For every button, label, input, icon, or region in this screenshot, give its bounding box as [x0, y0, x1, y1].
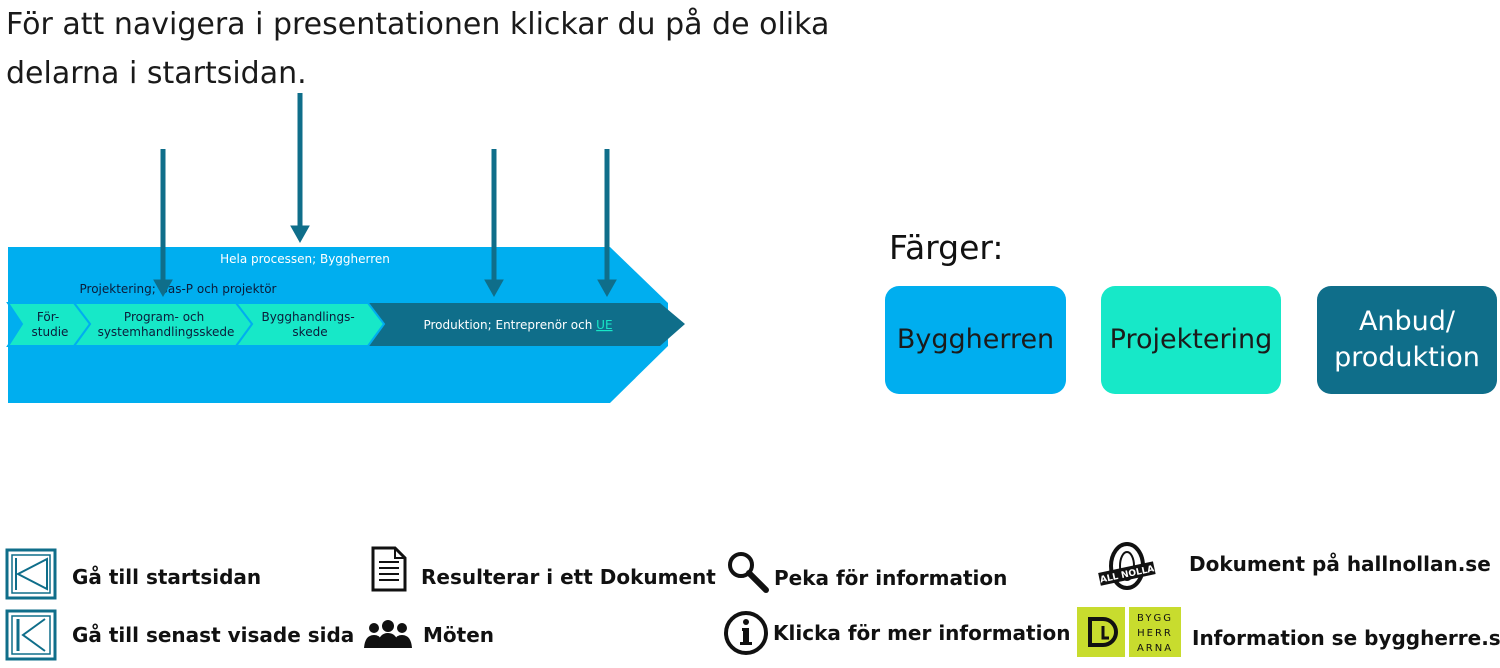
legend-byggherre-label: Information se byggherre.se	[1192, 626, 1500, 650]
legend-home-label: Gå till startsidan	[72, 565, 262, 589]
forstudie-shape[interactable]	[6, 302, 92, 347]
program-label: Program- och systemhandlingsskede	[98, 310, 235, 339]
swatch-projektering: Projektering	[1101, 286, 1281, 394]
intro-line-2: delarna i startsidan.	[6, 56, 307, 91]
legend-last: Gå till senast visade sida	[5, 609, 354, 661]
legend-meetings-label: Möten	[423, 623, 495, 647]
byggherrarna-logo-line-3: ARNA	[1137, 643, 1173, 654]
document-icon	[371, 546, 407, 592]
magnifier-icon	[728, 552, 769, 593]
colors-title: Färger:	[889, 228, 1004, 267]
arrow-projektering-head	[153, 279, 173, 298]
legend-document: Resulterar i ett Dokument	[370, 546, 716, 592]
swatch-anbud-line-1: Anbud/	[1358, 306, 1456, 337]
forstudie-label: För- studie	[32, 310, 69, 339]
swatch-anbud: Anbud/ produktion	[1317, 286, 1497, 394]
produktion-label: Produktion; Entreprenör och UE	[423, 318, 612, 332]
info-icon	[724, 611, 768, 655]
byggherrarna-logo-icon: BYGG HERR ARNA	[1077, 607, 1181, 657]
arrow-produktion-head	[484, 279, 504, 298]
legend-document-label: Resulterar i ett Dokument	[421, 565, 716, 589]
swatch-projektering-label: Projektering	[1109, 324, 1273, 355]
hallnollan-logo-icon: HALL NOLLAN	[1097, 542, 1157, 590]
legend-hover-label: Peka för information	[774, 566, 1008, 590]
hallnollan-logo-text: HALL NOLLAN	[1097, 563, 1157, 587]
swatch-byggherren-label: Byggherren	[896, 324, 1055, 355]
legend-last-label: Gå till senast visade sida	[72, 623, 355, 647]
intro-line-1: För att navigera i presentationen klicka…	[6, 7, 830, 42]
swatch-anbud-line-2: produktion	[1334, 342, 1480, 373]
bygghandling-label: Bygghandlings- skede	[261, 310, 358, 339]
legend-info-label: Klicka för mer information	[773, 621, 1071, 645]
produktion-text: Produktion; Entreprenör och	[423, 318, 596, 332]
legend-info: Klicka för mer information	[722, 609, 1070, 657]
produktion-shape[interactable]	[368, 303, 685, 346]
ue-link[interactable]: UE	[596, 318, 612, 332]
hela-processen-label: Hela processen; Byggherren	[220, 252, 390, 266]
swatch-byggherren: Byggherren	[885, 286, 1066, 394]
projektering-label: Projektering; Bas-P och projektör	[80, 282, 277, 296]
legend-hover: Peka för information	[726, 550, 1007, 596]
byggherrarna-logo-line-2: HERR	[1137, 628, 1173, 639]
pointer-arrows	[153, 93, 617, 298]
legend-meetings: Möten	[363, 620, 494, 650]
last-viewed-icon[interactable]	[5, 609, 57, 661]
legend-byggherre: BYGG HERR ARNA Information se byggherre.…	[1077, 607, 1500, 659]
home-icon[interactable]	[5, 548, 57, 600]
byggherrarna-logo-line-1: BYGG	[1137, 613, 1173, 624]
arrow-hela-head	[290, 225, 310, 244]
legend-hallnollan: HALL NOLLAN Dokument på hallnollan.se	[1097, 542, 1491, 594]
process-diagram: Hela processen; Byggherren Projektering;…	[6, 93, 685, 403]
legend-hallnollan-label: Dokument på hallnollan.se	[1189, 552, 1491, 576]
legend-home: Gå till startsidan	[5, 548, 261, 600]
meetings-icon	[364, 620, 412, 648]
arrow-ue-head	[597, 279, 617, 298]
intro-text: För att navigera i presentationen klicka…	[6, 0, 830, 98]
